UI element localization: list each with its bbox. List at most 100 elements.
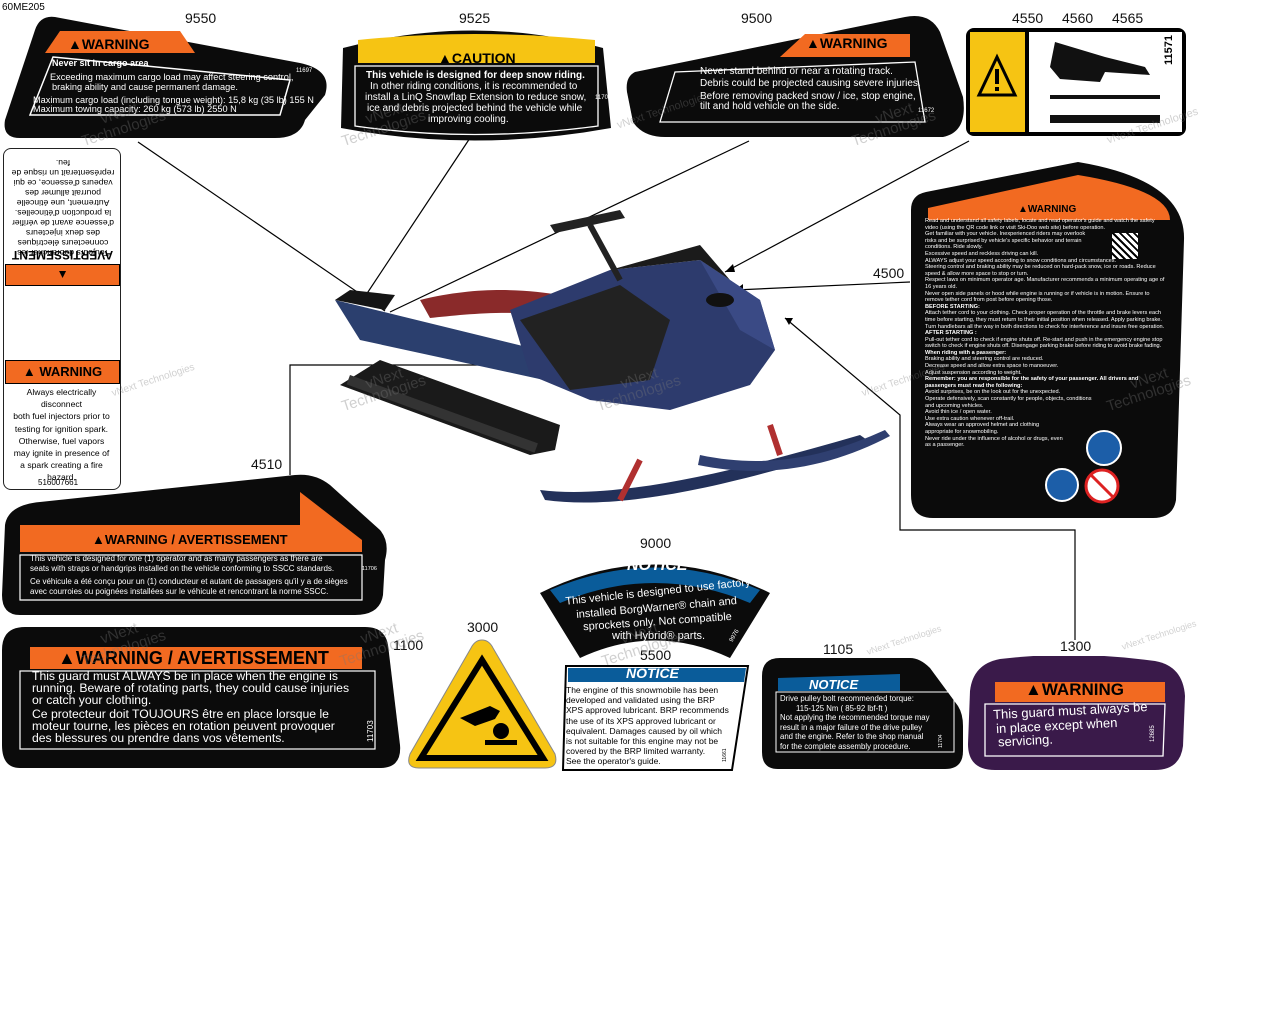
snowmobile-illustration: [335, 210, 890, 503]
label-4500-remember: Remember: you are responsible for the sa…: [925, 376, 1139, 389]
label-1105-line: Drive pulley bolt recommended torque:: [780, 694, 914, 703]
label-4500-rem-bullet: Avoid thin ice / open water.: [925, 409, 992, 416]
label-1105-part: 11704: [938, 734, 944, 748]
label-9525-line2: install a LinQ Snowflap Extension to red…: [365, 92, 587, 103]
label-9500-part: 11672: [918, 108, 935, 114]
label-1100-header: ▲WARNING / AVERTISSEMENT: [58, 648, 329, 668]
warning-triangle-icon: ▲: [56, 268, 69, 282]
read-manual-icon: [1045, 468, 1079, 502]
warning-triangle-icon: ▲: [806, 35, 820, 51]
label-9550-line1: Exceeding maximum cargo load may affect …: [50, 72, 294, 82]
label-9550-part: 11697: [296, 68, 313, 74]
side-panel: [520, 285, 670, 390]
label-2520-fr-header: ▲ AVERTISSEMENT: [5, 248, 120, 286]
label-4500-rem-bullet: Never ride under the influence of alcoho…: [925, 435, 1063, 449]
label-9500-line2: Debris could be projected causing severe…: [700, 78, 921, 89]
ref-4500: 4500: [873, 265, 905, 281]
ref-4565: 4565: [1112, 10, 1144, 26]
label-4500-pass-title: When riding with a passenger:: [925, 349, 1007, 356]
label-1100-fr3: des blessures ou prendre dans vos vêteme…: [32, 731, 285, 745]
label-9500-line3: Before removing packed snow / ice, stop …: [700, 91, 916, 102]
label-2520-line: disconnect: [40, 399, 83, 410]
hand-in-gear-icon: [460, 706, 517, 745]
hot-surface-icon: [1050, 95, 1160, 123]
label-4510-en1: This vehicle is designed for one (1) ope…: [30, 554, 323, 563]
label-9000-l4: with Hybrid® parts.: [612, 630, 706, 642]
label-4500-before-title: BEFORE STARTING:: [925, 303, 980, 310]
label-9550-line4: Maximum towing capacity: 260 kg (573 lb)…: [33, 104, 237, 114]
ref-9550: 9550: [185, 10, 217, 26]
label-5500-shape: [561, 665, 750, 771]
label-4500-rem-bullet: Always wear an approved helmet and cloth…: [925, 422, 1040, 435]
qr-code-icon: [1112, 233, 1138, 259]
label-5500-header: NOTICE: [626, 665, 679, 681]
label-4500-body: Read and understand all safety labels, l…: [925, 218, 1165, 449]
label-4510-header: ▲WARNING / AVERTISSEMENT: [92, 532, 288, 547]
label-9550-title: Never sit in cargo area: [52, 58, 149, 68]
label-5500-body: The engine of this snowmobile has been d…: [566, 685, 729, 767]
label-9550-shape: [4, 16, 327, 138]
ref-9525: 9525: [459, 10, 491, 26]
label-4550-part: 11571: [1163, 35, 1175, 65]
left-ski: [540, 435, 870, 503]
rear-bumper: [335, 290, 395, 310]
label-9500-shape: [626, 16, 964, 137]
tunnel: [335, 300, 590, 390]
label-4500-after-text: Pull-out tether cord to check if engine …: [925, 336, 1163, 350]
ref-9500: 9500: [741, 10, 773, 26]
label-9500-line1: Never stand behind or near a rotating tr…: [700, 66, 893, 77]
diagram-code: 60ME205: [2, 2, 45, 13]
label-1100-en1: This guard must ALWAYS be in place when …: [32, 669, 338, 683]
ref-4550: 4550: [1012, 10, 1044, 26]
headlight: [706, 293, 734, 307]
label-2520-en-header: ▲ WARNING: [5, 360, 120, 384]
ref-5500: 5500: [640, 647, 672, 663]
label-1105-line: and the engine. Refer to the shop manual: [780, 732, 924, 741]
label-4500-rem-bullet: Use extra caution whenever off-trail.: [925, 415, 1015, 422]
label-4500-bullet: Get familiar with your vehicle. Inexperi…: [925, 231, 1086, 251]
label-4500-pictograms: [1045, 430, 1122, 504]
label-2520-part: 516007661: [38, 478, 79, 487]
label-4500-bullet: Never open side panels or hood while eng…: [925, 290, 1150, 304]
track: [340, 360, 560, 455]
label-4500-bullet: ALWAYS adjust your speed according to sn…: [925, 257, 1117, 264]
label-4500-pass-bullet: Braking ability and steering control are…: [925, 356, 1044, 363]
label-2520-line: Always electrically: [26, 387, 97, 397]
label-4510-fr1: Ce véhicule a été conçu pour un (1) cond…: [30, 577, 348, 586]
caution-triangle-icon: ▲: [438, 50, 452, 66]
label-4500-after-title: AFTER STARTING :: [925, 330, 977, 337]
label-5500-line: XPS approved lubricant. BRP recommends: [566, 705, 729, 716]
label-5500-line: The engine of this snowmobile has been: [566, 685, 719, 695]
label-2520-line: hazard.: [47, 472, 76, 483]
label-4500-bullet: Steering control and braking ability may…: [925, 264, 1156, 277]
label-4500-before-text: Attach tether cord to your clothing. Che…: [925, 310, 1165, 330]
hand-icon: [1050, 42, 1150, 82]
label-4510-part: 11706: [362, 566, 377, 572]
label-5500-line: See the operator's guide.: [566, 756, 661, 767]
label-1105-header: NOTICE: [809, 677, 859, 692]
label-9500-header: ▲WARNING: [806, 35, 888, 51]
warning-triangle-icon: ▲: [58, 648, 76, 668]
ref-4560: 4560: [1062, 10, 1094, 26]
label-2520-frame: [3, 148, 121, 490]
label-4500-header: ▲WARNING: [1018, 204, 1077, 215]
label-9525-shape: [341, 30, 611, 141]
label-4500-bullet: Excessive speed and reckless driving can…: [925, 250, 1039, 257]
warning-triangle-icon: ▲: [92, 532, 105, 547]
label-9550-line3: Maximum cargo load (including tongue wei…: [33, 95, 314, 105]
warning-triangle-icon: [976, 53, 1018, 97]
warning-triangle-icon: ▲: [1025, 680, 1042, 699]
ref-3000: 3000: [467, 619, 499, 635]
ref-4510: 4510: [251, 456, 283, 472]
label-1100-fr1: Ce protecteur doit TOUJOURS être en plac…: [32, 707, 329, 721]
warning-triangle-icon: ▲: [1018, 204, 1028, 215]
label-1105-line: 115-125 Nm ( 85-92 lbf-ft ): [796, 703, 888, 713]
label-9525-header: ▲CAUTION: [438, 50, 516, 66]
label-9525-line3: ice and debris projected behind the vehi…: [367, 103, 583, 114]
label-1100-en3: or catch your clothing.: [32, 693, 152, 707]
label-2520-line: a spark creating a fire: [20, 460, 103, 471]
label-4500-rem-bullet: Operate defensively, scan constantly for…: [925, 396, 1092, 409]
label-1105-line: result in a major failure of the drive p…: [780, 722, 923, 732]
label-4510-shape: [2, 474, 387, 615]
label-5500-line: developed and validated using the BRP: [566, 695, 715, 706]
